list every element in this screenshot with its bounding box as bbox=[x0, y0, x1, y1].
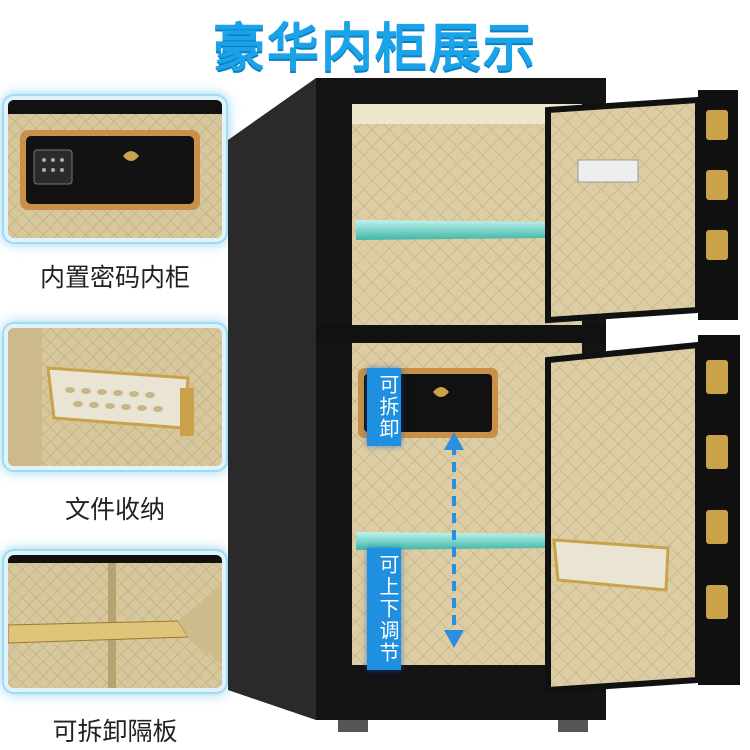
page-title: 豪华内柜展示 bbox=[212, 19, 537, 79]
feature-caption-file-rack: 文件收纳 bbox=[64, 495, 165, 524]
keypad-inner-box-image bbox=[8, 100, 222, 238]
feature-caption-keypad: 内置密码内柜 bbox=[39, 263, 190, 292]
removable-shelf-image bbox=[8, 555, 222, 688]
safe-illustration bbox=[228, 78, 740, 732]
adjustable-tag: 可上下调节 bbox=[367, 548, 401, 670]
file-rack-image bbox=[8, 328, 222, 466]
feature-thumb-file-rack bbox=[8, 328, 222, 466]
feature-thumb-shelf bbox=[8, 555, 222, 688]
removable-tag: 可拆卸 bbox=[367, 368, 401, 446]
feature-caption-shelf: 可拆卸隔板 bbox=[52, 717, 178, 746]
feature-thumb-keypad bbox=[8, 100, 222, 238]
